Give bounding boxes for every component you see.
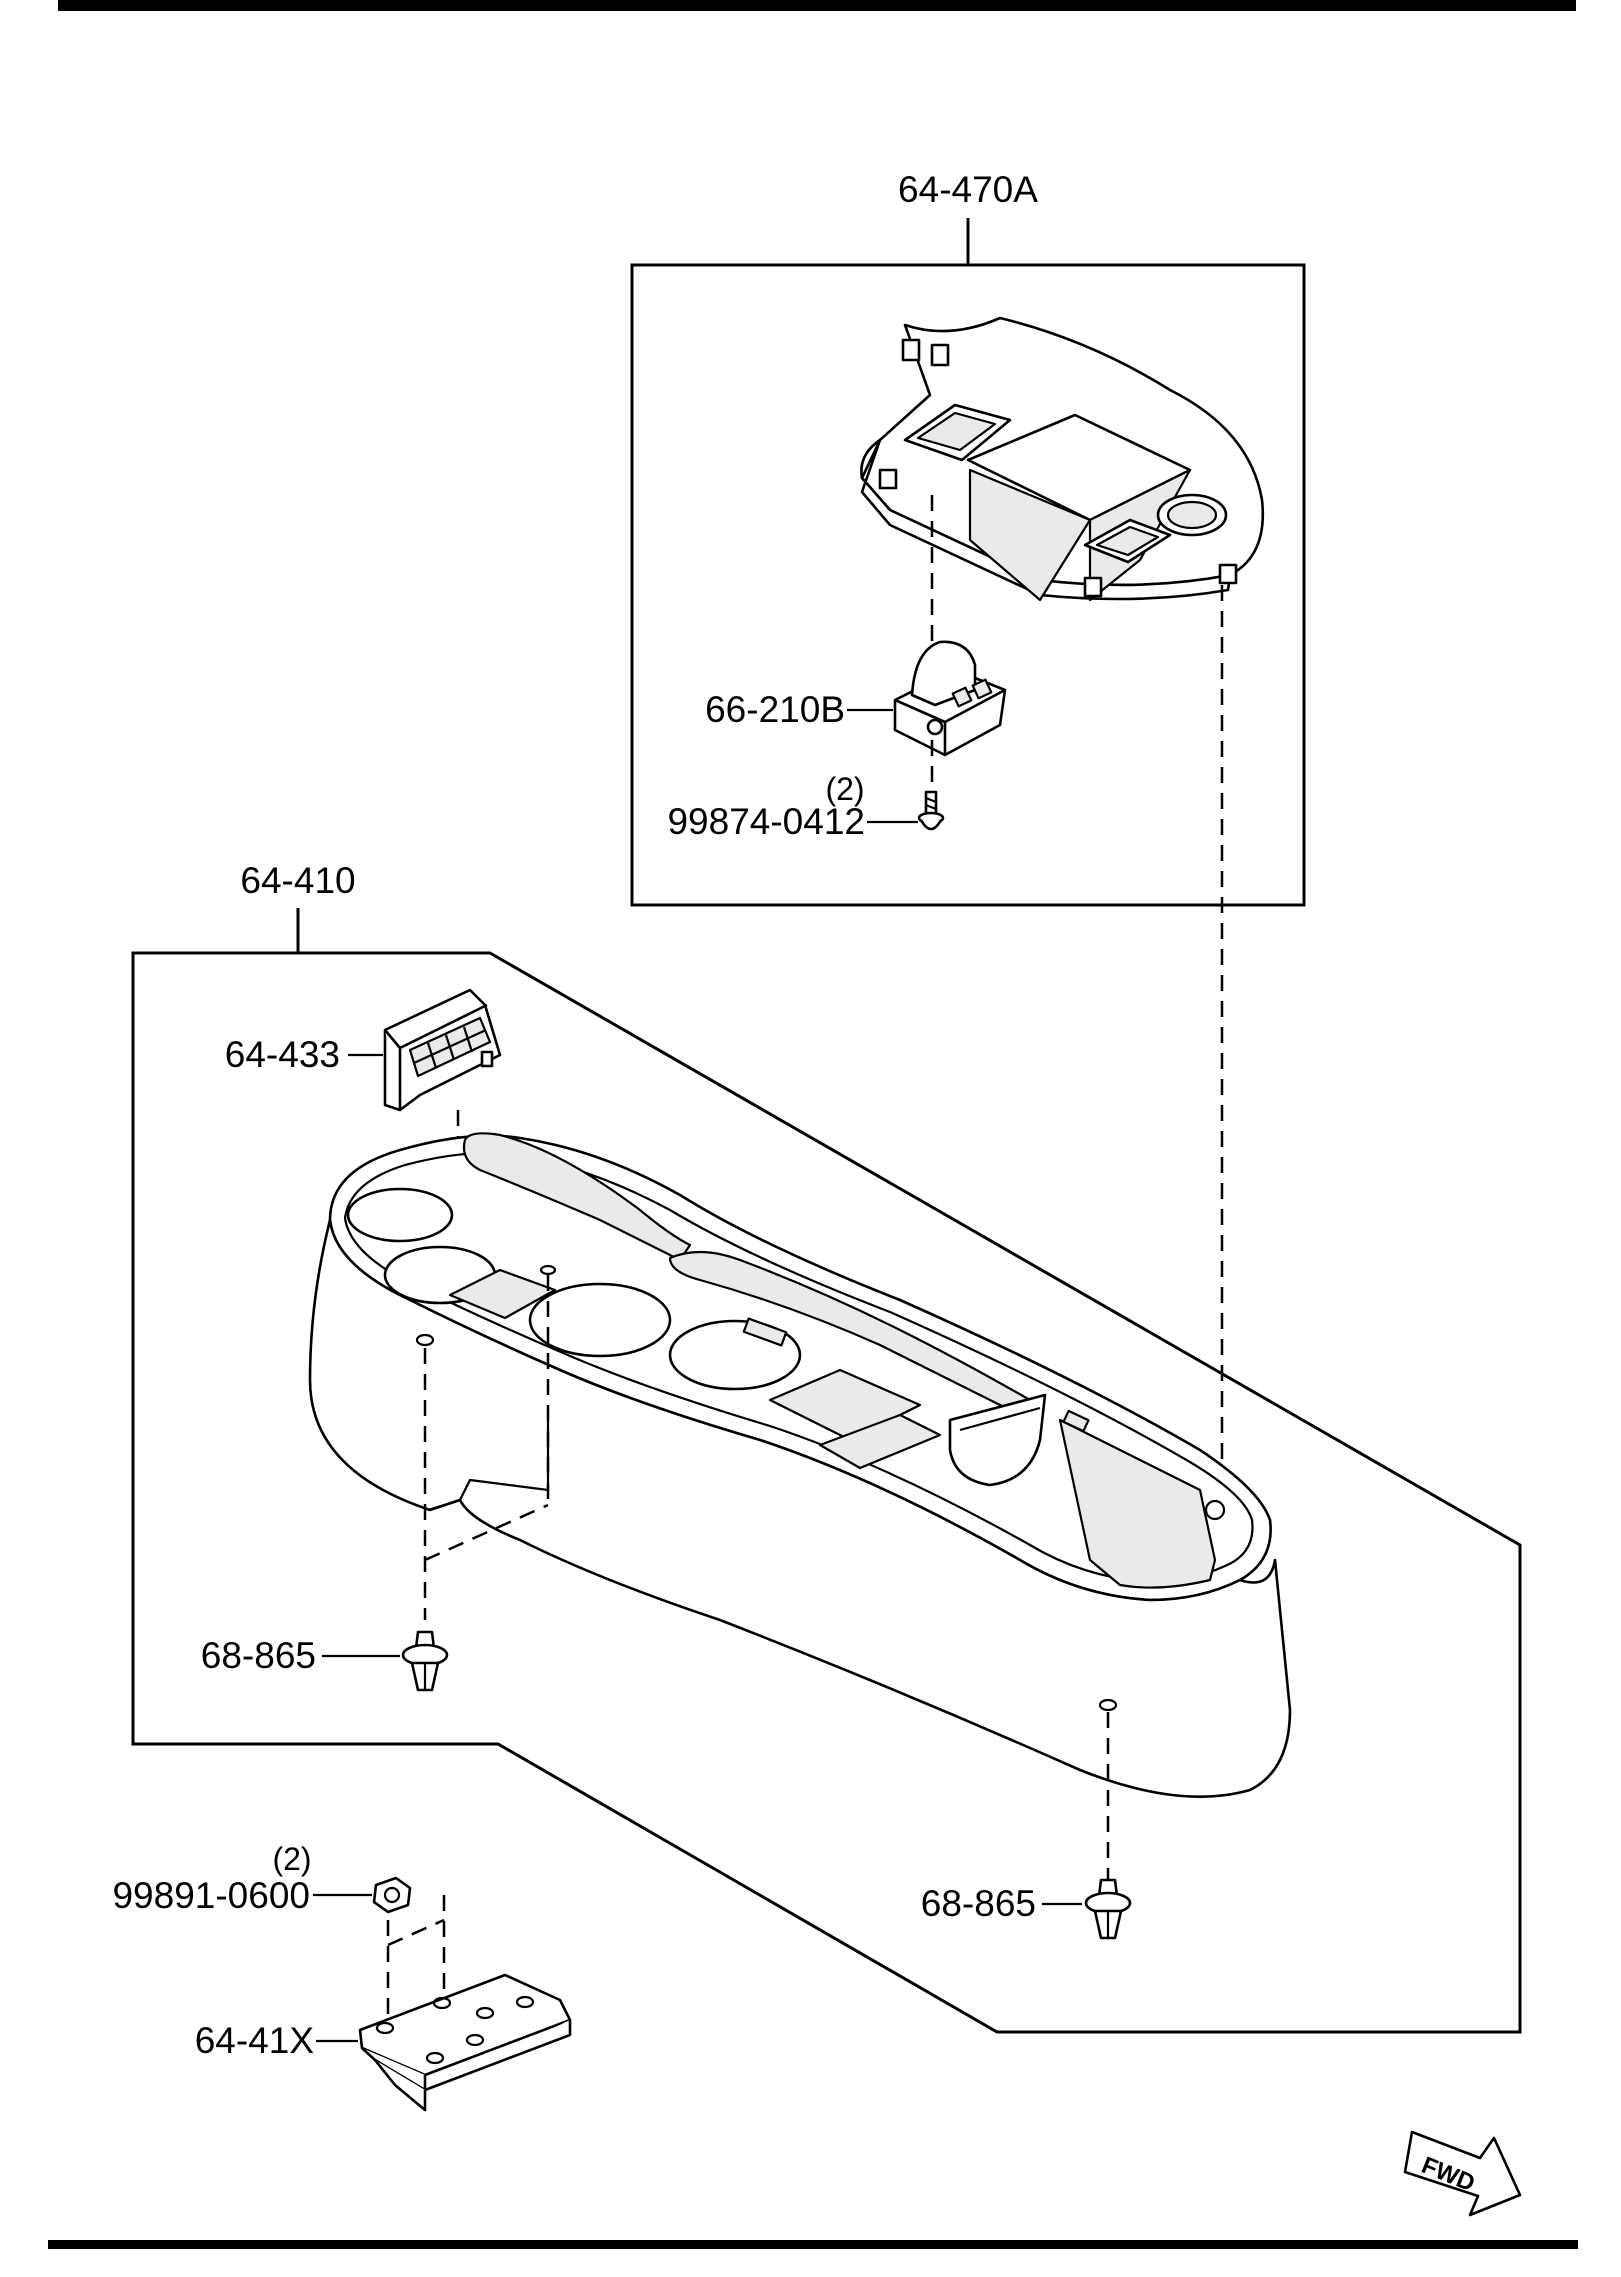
bracket-drawing (358, 1973, 572, 2112)
group-bracket: (2) 99891-0600 64-41X (112, 1841, 572, 2112)
top-rule (58, 0, 1576, 11)
group-center-console: 64-410 64-433 (131, 860, 1522, 2034)
console-body-drawing (308, 1132, 1292, 1798)
label-vent-grille: 64-433 (225, 1034, 340, 1075)
fwd-arrow-icon: FWD (1403, 2130, 1522, 2217)
bottom-rule (48, 2240, 1578, 2249)
label-nut-qty: (2) (272, 1841, 311, 1877)
screw-icon (917, 790, 945, 831)
label-screw: 99874-0412 (667, 801, 865, 842)
group-console-lid: 64-470A (630, 169, 1306, 907)
switch-drawing (893, 640, 1007, 757)
label-console-lid: 64-470A (898, 169, 1038, 210)
clip-icon (1084, 1878, 1132, 1940)
nut-icon (372, 1876, 412, 1914)
label-nut: 99891-0600 (112, 1875, 310, 1916)
label-screw-qty: (2) (825, 771, 864, 807)
label-switch: 66-210B (705, 689, 845, 730)
console-frame (131, 951, 1522, 2034)
vent-grille-drawing (383, 988, 502, 1112)
label-center-console: 64-410 (240, 860, 355, 901)
label-bracket: 64-41X (195, 2020, 314, 2061)
console-lid-panel-drawing (860, 316, 1265, 602)
label-clip-right: 68-865 (921, 1883, 1036, 1924)
label-clip-left: 68-865 (201, 1635, 316, 1676)
clip-icon (401, 1630, 449, 1692)
